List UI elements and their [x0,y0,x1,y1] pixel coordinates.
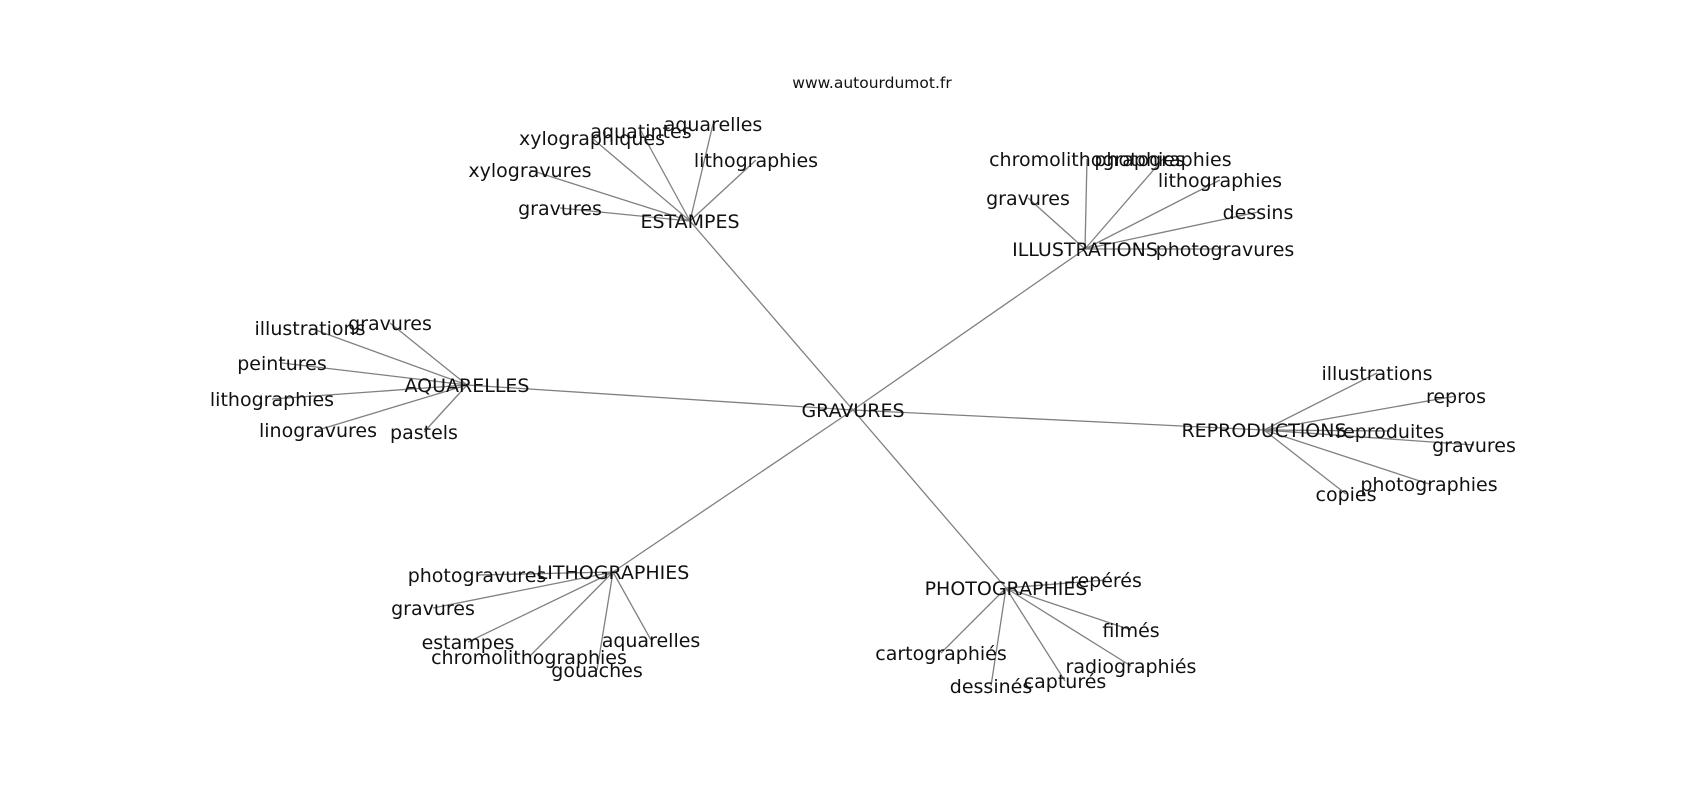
leaf-node-label[interactable]: photogravures [1156,239,1295,261]
hub-node-label[interactable]: PHOTOGRAPHIES [925,578,1088,600]
edge-reproductions-to-leaf [1263,429,1475,446]
edge-estampes-to-leaf [591,137,691,222]
edge-estampes-to-leaf [689,123,714,222]
leaf-node-label[interactable]: gravures [1432,435,1516,457]
edge-center-to-reproductions [852,409,1265,431]
leaf-node-label[interactable]: photogravures [408,565,547,587]
edge-aquarelles-to-leaf [317,384,468,431]
labels: www.autourdumot.fr GRAVURES ESTAMPES grav… [210,74,1516,698]
edge-reproductions-to-leaf [1263,372,1378,431]
leaf-node-label[interactable]: aquarelles [602,630,701,652]
edge-illustrations-to-leaf [1084,211,1259,250]
edge-photographies-to-leaf [1005,587,1132,667]
edge-photographies-to-leaf [1005,579,1107,589]
leaf-node-label[interactable]: reproduites [1336,421,1445,443]
edge-center-to-estampes [689,220,854,411]
edge-center-to-photographies [852,409,1007,589]
edge-aquarelles-to-leaf [309,327,468,386]
leaf-node-label[interactable]: gravures [348,313,432,335]
center-node-label[interactable]: GRAVURES [801,400,904,422]
edge-aquarelles-to-leaf [423,384,468,433]
edge-illustrations-to-leaf [1084,158,1164,250]
leaf-node-label[interactable]: repérés [1070,570,1142,592]
edge-lithographies-to-leaf [528,571,614,658]
leaf-node-label[interactable]: linogravures [259,420,377,442]
leaf-node-label[interactable]: chromolithographies [989,149,1185,171]
leaf-node-label[interactable]: xylographiques [519,128,665,150]
edge-center-to-lithographies [612,409,854,573]
leaf-node-label[interactable]: cartographiés [875,643,1006,665]
leaf-node-label[interactable]: copies [1316,484,1377,506]
leaf-node-label[interactable]: capturés [1024,671,1107,693]
edge-illustrations-to-leaf [1084,158,1088,250]
edge-aquarelles-to-leaf [281,362,468,386]
leaf-node-label[interactable]: illustrations [1322,363,1433,385]
edge-illustrations-to-leaf [1084,179,1221,250]
edge-center-to-illustrations [852,248,1086,411]
leaf-node-label[interactable]: photographies [1360,474,1497,496]
hub-node-label[interactable]: ILLUSTRATIONS [1012,239,1158,261]
edge-photographies-to-leaf [940,587,1007,654]
edge-reproductions-to-leaf [1263,395,1457,431]
edge-reproductions-to-leaf [1263,429,1347,495]
edge-center-to-aquarelles [466,384,854,411]
leaf-node-label[interactable]: gouaches [551,660,642,682]
leaf-node-label[interactable]: chromolithographies [431,647,627,669]
edge-lithographies-to-leaf [596,571,614,671]
leaf-node-label[interactable]: lithographies [210,389,334,411]
edge-illustrations-to-leaf [1027,197,1086,250]
edge-lithographies-to-leaf [432,571,614,609]
hub-node-label[interactable]: AQUARELLES [405,375,530,397]
leaf-node-label[interactable]: gravures [986,188,1070,210]
edge-lithographies-to-leaf [476,571,614,576]
edge-photographies-to-leaf [1005,587,1066,682]
leaf-node-label[interactable]: aquarelles [664,114,763,136]
edge-aquarelles-to-leaf [389,322,468,386]
leaf-node-label[interactable]: lithographies [694,150,818,172]
hub-node-label[interactable]: ESTAMPES [640,211,739,233]
edges [271,123,1475,687]
leaf-node-label[interactable]: filmés [1102,620,1159,642]
leaf-node-label[interactable]: dessins [1223,202,1294,224]
edge-lithographies-to-leaf [612,571,652,641]
leaf-node-label[interactable]: dessinés [950,676,1032,698]
leaf-node-label[interactable]: lithographies [1158,170,1282,192]
leaf-node-label[interactable]: pastels [390,422,458,444]
edge-reproductions-to-leaf [1263,429,1391,432]
leaf-node-label[interactable]: xylogravures [468,160,591,182]
edge-estampes-to-leaf [689,159,757,222]
edge-estampes-to-leaf [559,207,691,222]
leaf-node-label[interactable]: aquatintes [590,121,691,143]
edge-lithographies-to-leaf [467,571,614,643]
leaf-node-label[interactable]: peintures [237,353,327,375]
leaf-node-label[interactable]: repros [1426,386,1486,408]
leaf-node-label[interactable]: estampes [422,632,515,654]
edge-estampes-to-leaf [529,169,691,222]
edge-aquarelles-to-leaf [271,384,468,400]
site-watermark: www.autourdumot.fr [792,74,952,92]
leaf-node-label[interactable]: photographies [1094,149,1231,171]
leaf-node-label[interactable]: radiographiés [1066,656,1197,678]
leaf-node-label[interactable]: illustrations [255,318,366,340]
edge-photographies-to-leaf [990,587,1007,687]
hub-node-label[interactable]: REPRODUCTIONS [1181,420,1346,442]
hub-node-label[interactable]: LITHOGRAPHIES [537,562,690,584]
edge-estampes-to-leaf [640,130,691,222]
leaf-node-label[interactable]: gravures [518,198,602,220]
edge-photographies-to-leaf [1005,587,1132,631]
leaf-node-label[interactable]: gravures [391,598,475,620]
edge-reproductions-to-leaf [1263,429,1430,485]
